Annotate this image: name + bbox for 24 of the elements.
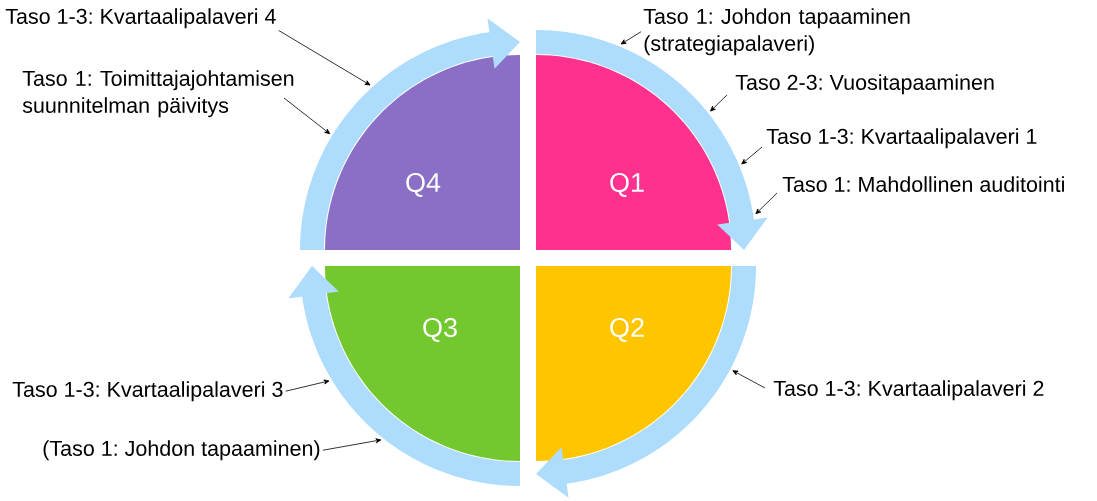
leader-arrow [741, 146, 763, 165]
annotation-text: Taso 1-3: Kvartaalipalaveri 2 [773, 380, 1044, 401]
leader-arrow [283, 97, 331, 135]
leader-arrow [620, 31, 642, 45]
leader-arrow [710, 94, 728, 112]
annotation-text: Taso 1-3: Kvartaalipalaveri 4 [5, 8, 276, 29]
leader-arrow [322, 438, 382, 451]
quadrant-sector: Q2 [536, 266, 731, 461]
curved-arrow [300, 18, 520, 250]
quadrant-sector: Q4 [325, 55, 520, 250]
leader-arrow [285, 379, 330, 392]
annotation-text: (Taso 1: Johdon tapaaminen) [43, 440, 320, 461]
annotation-text: Taso 1: Toimittajajohtamisen suunnitelman päivitys [22, 70, 294, 118]
annotation-text: Taso 1: Mahdollinen auditointi [782, 176, 1064, 192]
quadrant-sector: Q1 [536, 55, 731, 250]
curved-arrow [536, 266, 756, 498]
annotation-text: Taso 1: Johdon tapaaminen (strategiapalaveri) [643, 8, 910, 56]
quadrant-sector: Q3 [325, 266, 520, 461]
annotation-text: Taso 2-3: Vuositapaaminen [735, 74, 994, 95]
leader-arrow [732, 370, 766, 389]
annotation-text: Taso 1-3: Kvartaalipalaveri 1 [766, 128, 1037, 149]
leader-arrow [278, 30, 371, 86]
leader-arrow [755, 192, 778, 215]
annotation-text: Taso 1-3: Kvartaalipalaveri 3 [12, 381, 283, 402]
